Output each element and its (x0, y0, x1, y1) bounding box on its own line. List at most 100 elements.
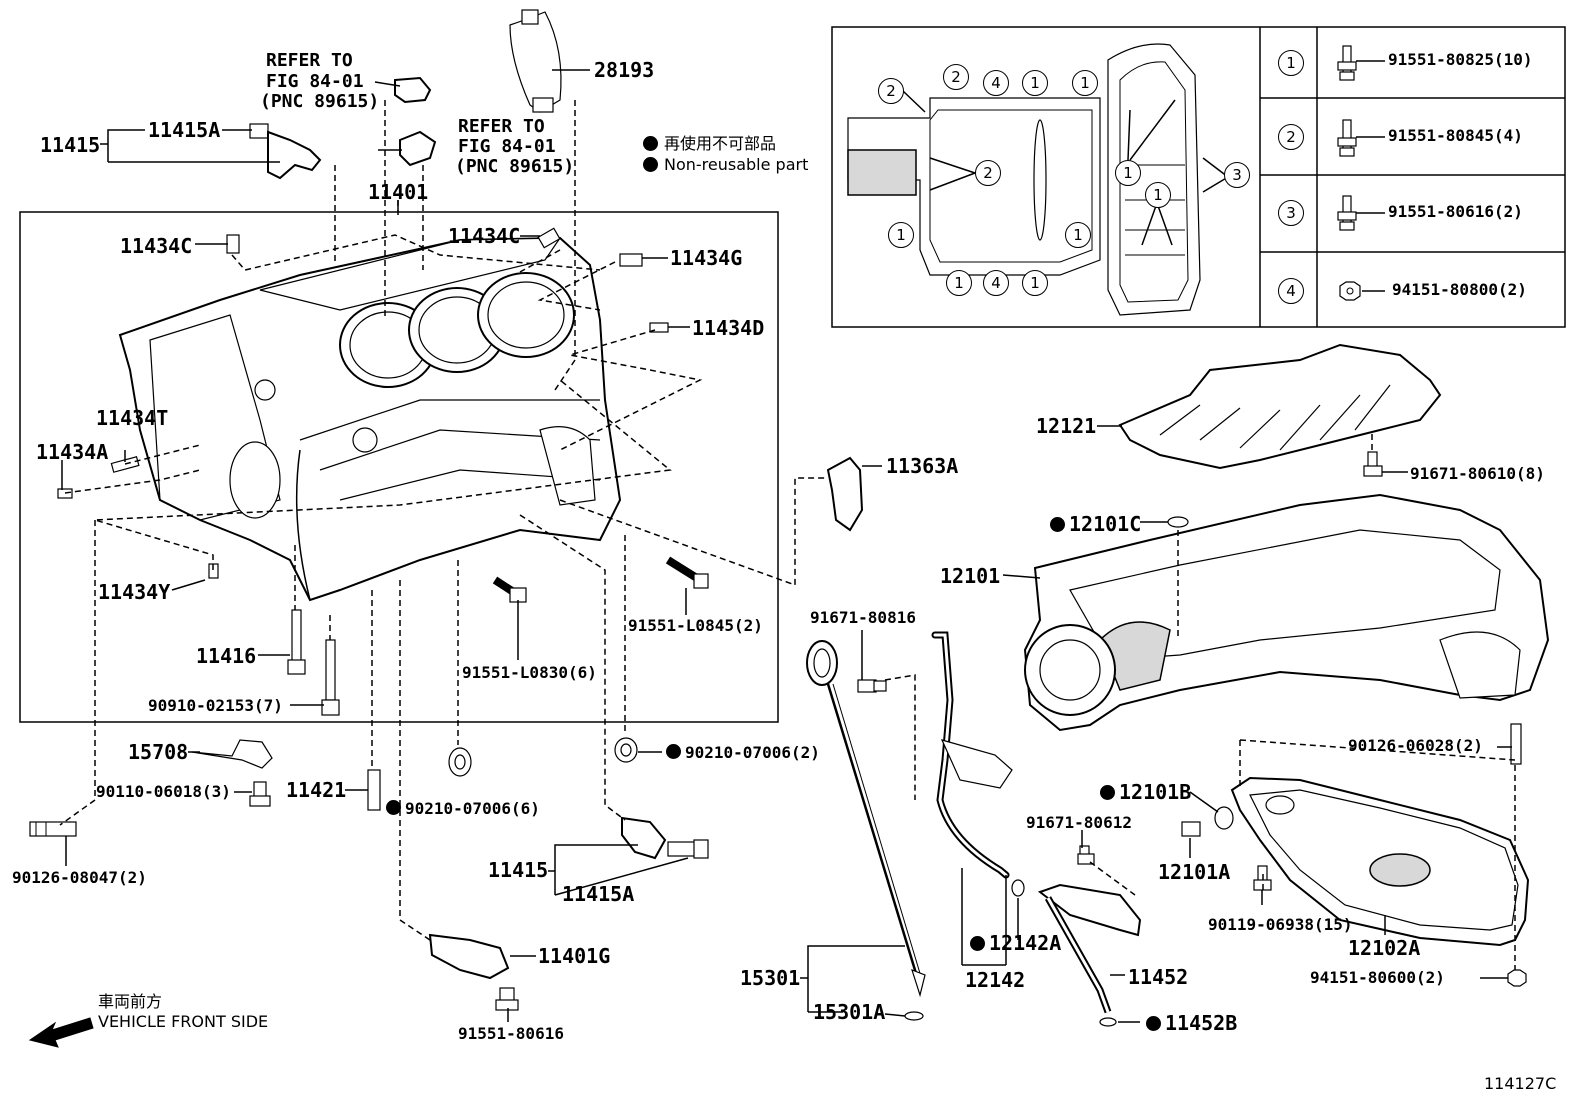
label-12102A[interactable]: 12102A (1348, 936, 1421, 960)
label-11452B[interactable]: 11452B (1146, 1013, 1237, 1033)
label-11401[interactable]: 11401 (368, 180, 429, 204)
inset-row3-part[interactable]: 91551-80616(2) (1388, 202, 1523, 221)
inset-callout-2: 2 (943, 64, 969, 90)
stud-90126-06028-icon (1510, 723, 1522, 765)
label-11415A-top[interactable]: 11415A (148, 118, 221, 142)
ref-a-line3: (PNC 89615) (260, 91, 380, 112)
inset-row2-num: 2 (1278, 124, 1304, 150)
label-11434C-left[interactable]: 11434C (120, 234, 193, 258)
sensor-11415-bottom-icon (621, 816, 667, 860)
inset-row2-part[interactable]: 91551-80845(4) (1388, 126, 1523, 145)
inset-callout-1: 1 (1145, 182, 1171, 208)
inset-row1-part[interactable]: 91551-80825(10) (1388, 50, 1533, 69)
label-11421[interactable]: 11421 (286, 778, 347, 802)
label-12142A[interactable]: 12142A (970, 933, 1061, 953)
bracket-11363A-icon (826, 456, 864, 532)
gasket-90210-6-icon (448, 747, 472, 777)
dashed-leaders (59, 100, 1516, 970)
label-91671-80816[interactable]: 91671-80816 (810, 608, 916, 627)
bolt-90910-icon (321, 639, 340, 716)
label-91671-80612[interactable]: 91671-80612 (1026, 813, 1132, 832)
strainer-11452-drawing (1037, 883, 1142, 1027)
legend-jp: 再使用不可部品 (643, 130, 776, 154)
label-11434D[interactable]: 11434D (692, 316, 765, 340)
inset-callout-1: 1 (1065, 222, 1091, 248)
non-reusable-dot-icon (643, 157, 658, 172)
pipe-15708-icon (191, 739, 273, 769)
label-90910-02153[interactable]: 90910-02153(7) (148, 696, 283, 715)
plug-12101A-icon (1181, 821, 1201, 837)
label-15301[interactable]: 15301 (740, 966, 801, 990)
label-11434Y[interactable]: 11434Y (98, 580, 171, 604)
label-15708[interactable]: 15708 (128, 740, 189, 764)
bolt-90110-icon (249, 781, 271, 807)
solid-leaders (61, 69, 1512, 1023)
bolt-91671-80816-icon (857, 679, 887, 693)
label-91671-80610[interactable]: 91671-80610(8) (1410, 464, 1545, 483)
label-12121[interactable]: 12121 (1036, 414, 1097, 438)
pin-11434C-mid-icon (537, 227, 561, 249)
label-94151-80600[interactable]: 94151-80600(2) (1310, 968, 1445, 987)
label-15301A[interactable]: 15301A (813, 1000, 886, 1024)
label-90110-06018[interactable]: 90110-06018(3) (96, 782, 231, 801)
inset-callout-1: 1 (1022, 70, 1048, 96)
label-12101C[interactable]: 12101C (1050, 514, 1141, 534)
label-11415-bottom[interactable]: 11415 (488, 858, 549, 882)
label-90210-07006-6[interactable]: 90210-07006(6) (386, 800, 540, 817)
label-11415A-bottom[interactable]: 11415A (562, 882, 635, 906)
label-11434C-mid[interactable]: 11434C (448, 224, 521, 248)
label-12101[interactable]: 12101 (940, 564, 1001, 588)
label-91551-80616[interactable]: 91551-80616 (458, 1024, 564, 1043)
bolt-2-icon (1337, 119, 1357, 157)
gasket-12101C-icon (1167, 516, 1189, 528)
label-91551-L0845[interactable]: 91551-L0845(2) (628, 616, 763, 635)
nut-4-icon (1339, 281, 1361, 301)
pin-11434A-icon (57, 488, 73, 499)
bolt-91551-L0845-icon (665, 556, 709, 589)
legend-en: Non-reusable part (643, 155, 808, 174)
label-12101A[interactable]: 12101A (1158, 860, 1231, 884)
label-90210-07006-2[interactable]: 90210-07006(2) (666, 744, 820, 761)
label-90126-08047[interactable]: 90126-08047(2) (12, 868, 147, 887)
inset-callout-1: 1 (1072, 70, 1098, 96)
inset-row1-num: 1 (1278, 50, 1304, 76)
label-11434A[interactable]: 11434A (36, 440, 109, 464)
label-90119-06938[interactable]: 90119-06938(15) (1208, 915, 1353, 934)
nut-94151-80600-icon (1507, 969, 1527, 987)
gasket-90210-2-icon (614, 737, 638, 763)
bracket-28193-icon (509, 9, 562, 113)
label-12101B[interactable]: 12101B (1100, 782, 1191, 802)
label-11415-top[interactable]: 11415 (40, 133, 101, 157)
non-reusable-dot-icon (643, 136, 658, 151)
front-side-jp: 車両前方 (98, 992, 163, 1011)
inset-callout-4: 4 (983, 70, 1009, 96)
inset-callout-4: 4 (983, 270, 1009, 296)
ref-b-line2: FIG 84-01 (458, 136, 556, 157)
sensor-ref-b-icon (399, 130, 437, 167)
inset-callout-2: 2 (878, 78, 904, 104)
inset-row3-num: 3 (1278, 200, 1304, 226)
bolt-1-icon (1337, 45, 1357, 81)
oil-pan-12102A-drawing (1077, 723, 1530, 987)
inset-callout-1: 1 (1115, 160, 1141, 186)
label-91551-L0830[interactable]: 91551-L0830(6) (462, 663, 597, 682)
inset-callout-3: 3 (1224, 162, 1250, 188)
front-side-en: VEHICLE FRONT SIDE (98, 1012, 269, 1031)
label-90126-06028[interactable]: 90126-06028(2) (1348, 736, 1483, 755)
label-11416[interactable]: 11416 (196, 644, 257, 668)
ref-b-line3: (PNC 89615) (455, 156, 575, 177)
label-11452[interactable]: 11452 (1128, 965, 1189, 989)
label-28193[interactable]: 28193 (594, 58, 655, 82)
bolt-3-icon (1337, 195, 1357, 231)
label-11401G[interactable]: 11401G (538, 944, 611, 968)
sensor-ref-a-icon (394, 76, 432, 104)
dipstick-15301-drawing (806, 640, 926, 1021)
gasket-12101B-icon (1214, 806, 1234, 830)
label-11434G[interactable]: 11434G (670, 246, 743, 270)
oil-pan-12101-drawing (1023, 493, 1550, 732)
inset-row4-part[interactable]: 94151-80800(2) (1392, 280, 1527, 299)
label-11434T[interactable]: 11434T (96, 406, 169, 430)
label-12142[interactable]: 12142 (965, 968, 1026, 992)
label-11363A[interactable]: 11363A (886, 454, 959, 478)
